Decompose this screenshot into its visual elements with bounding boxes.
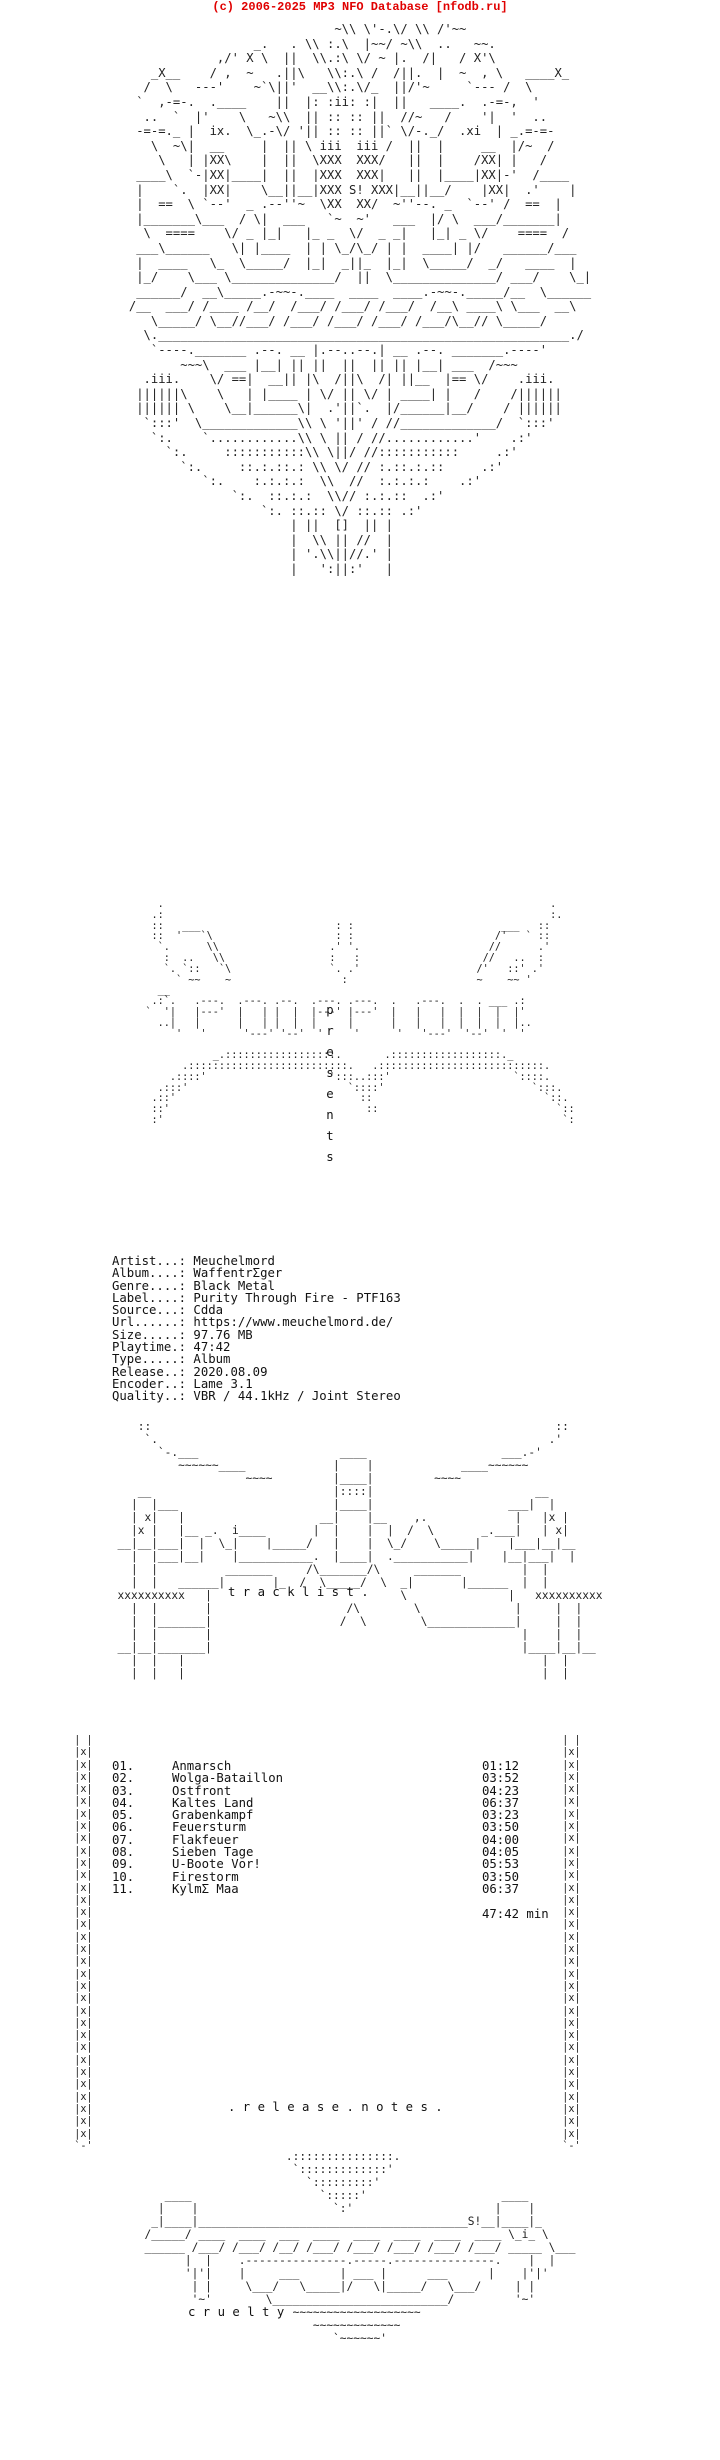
release-notes-label: . r e l e a s e . n o t e s . bbox=[228, 2100, 443, 2114]
ascii-side-left: | | |x| |x| |x| |x| |x| |x| |x| |x| |x| … bbox=[74, 1735, 93, 2152]
ascii-art-top: ~\\ \'-.\/ \\ /'~~ _. . \\ :.\ |~~/ ~\\ … bbox=[128, 22, 592, 576]
ascii-side-right: | | |x| |x| |x| |x| |x| |x| |x| |x| |x| … bbox=[562, 1735, 581, 2152]
ascii-art-gate: :: :: `. .' `-.___ ____ ___.-' bbox=[117, 1420, 603, 1680]
presents-text: p r e s e n t s bbox=[326, 1003, 334, 1164]
ascii-art-logo: . . .: :. :: ___ : : ___ : bbox=[145, 899, 575, 1126]
site-header: (c) 2006-2025 MP3 NFO Database [nfodb.ru… bbox=[212, 0, 508, 14]
total-playtime-row: 47:42 min bbox=[112, 1906, 552, 1921]
release-info: Artist...: Meuchelmord Album....: Waffen… bbox=[112, 1254, 401, 1404]
track-row: 09.U-Boote Vor!05:53 bbox=[112, 1857, 520, 1872]
ascii-art-bottom: .:::::::::::::::. `:::::::::::::' `:::::… bbox=[144, 2150, 576, 2345]
total-playtime: 47:42 min bbox=[482, 1906, 549, 1921]
tracklist-label: t r a c k l i s t . bbox=[228, 1585, 369, 1599]
cruelty-label: c r u e l t y bbox=[188, 2305, 285, 2319]
